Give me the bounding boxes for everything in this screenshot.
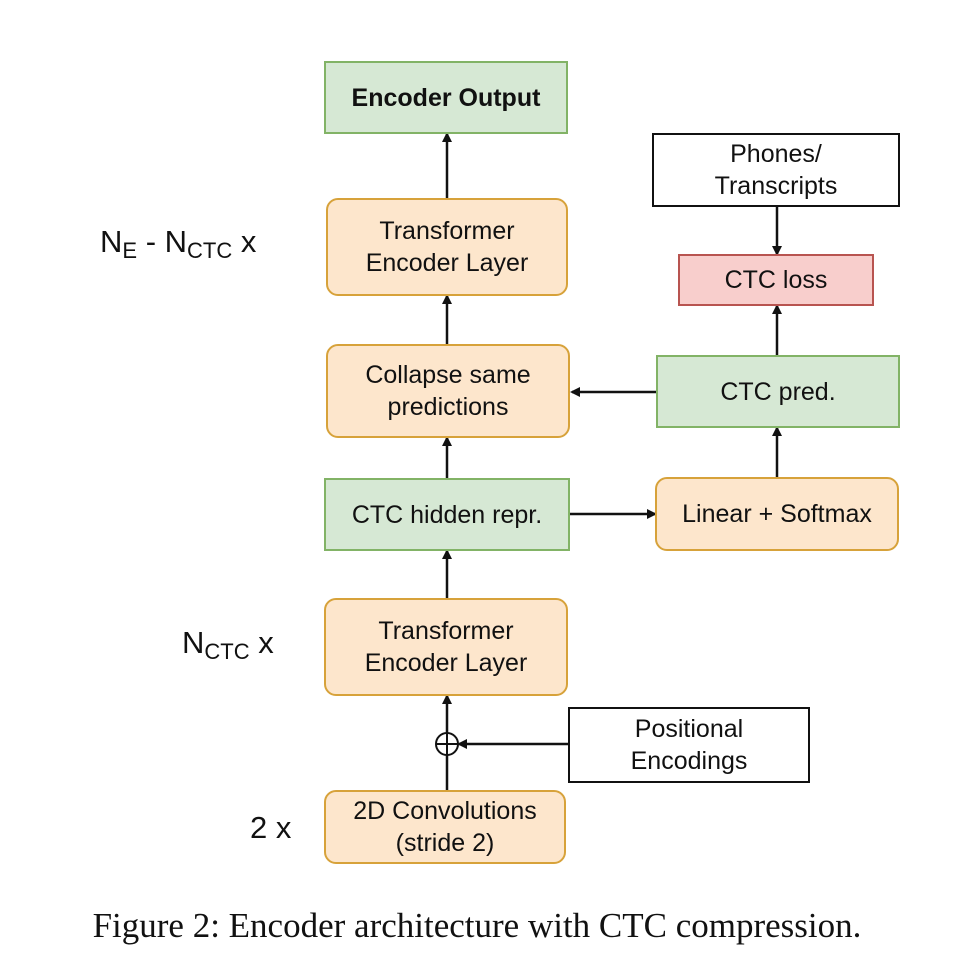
- side-middle-n: N: [182, 625, 205, 660]
- conv-2d-box: 2D Convolutions (stride 2): [324, 790, 566, 864]
- side-top-n1: N: [100, 224, 123, 259]
- collapse-line1: Collapse same: [365, 361, 531, 389]
- figure-caption: Figure 2: Encoder architecture with CTC …: [92, 906, 862, 945]
- positional-line1: Positional: [634, 715, 744, 743]
- encoder-output-box: Encoder Output: [324, 61, 568, 134]
- positional-encodings-box: Positional Encodings: [568, 707, 810, 783]
- linear-softmax-box: Linear + Softmax: [655, 477, 899, 551]
- transformer-bottom-line1: Transformer: [378, 617, 514, 645]
- linear-softmax-label: Linear + Softmax: [682, 500, 872, 528]
- transformer-encoder-layer-top: Transformer Encoder Layer: [326, 198, 568, 296]
- conv-line2: (stride 2): [395, 829, 495, 857]
- ctc-hidden-label: CTC hidden repr.: [351, 500, 543, 529]
- ctc-loss-box: CTC loss: [678, 254, 874, 306]
- phones-transcripts-box: Phones/ Transcripts: [652, 133, 900, 207]
- transformer-top-line2: Encoder Layer: [365, 249, 529, 277]
- side-middle-sub: CTC: [204, 639, 250, 664]
- ctc-loss-label: CTC loss: [724, 266, 828, 294]
- side-top-suffix: x: [232, 224, 257, 259]
- side-label-bottom: 2 x: [250, 810, 291, 846]
- encoder-output-label: Encoder Output: [351, 83, 541, 112]
- side-top-sub2: CTC: [187, 238, 233, 263]
- collapse-predictions-box: Collapse same predictions: [326, 344, 570, 438]
- phones-line1: Phones/: [730, 140, 822, 168]
- transformer-top-line1: Transformer: [379, 217, 515, 245]
- ctc-pred-label: CTC pred.: [720, 377, 836, 406]
- side-top-mid: - N: [137, 224, 188, 259]
- collapse-line2: predictions: [387, 393, 509, 421]
- side-label-top: NE - NCTC x: [100, 224, 256, 264]
- positional-line2: Encodings: [630, 747, 748, 775]
- transformer-encoder-layer-bottom: Transformer Encoder Layer: [324, 598, 568, 696]
- ctc-pred-box: CTC pred.: [656, 355, 900, 428]
- transformer-bottom-line2: Encoder Layer: [364, 649, 528, 677]
- side-top-sub1: E: [122, 238, 138, 263]
- ctc-hidden-repr-box: CTC hidden repr.: [324, 478, 570, 551]
- conv-line1: 2D Convolutions: [353, 797, 537, 825]
- phones-line2: Transcripts: [714, 172, 838, 200]
- side-label-middle: NCTC x: [182, 625, 274, 665]
- side-bottom-text: 2 x: [250, 810, 292, 845]
- side-middle-suffix: x: [249, 625, 274, 660]
